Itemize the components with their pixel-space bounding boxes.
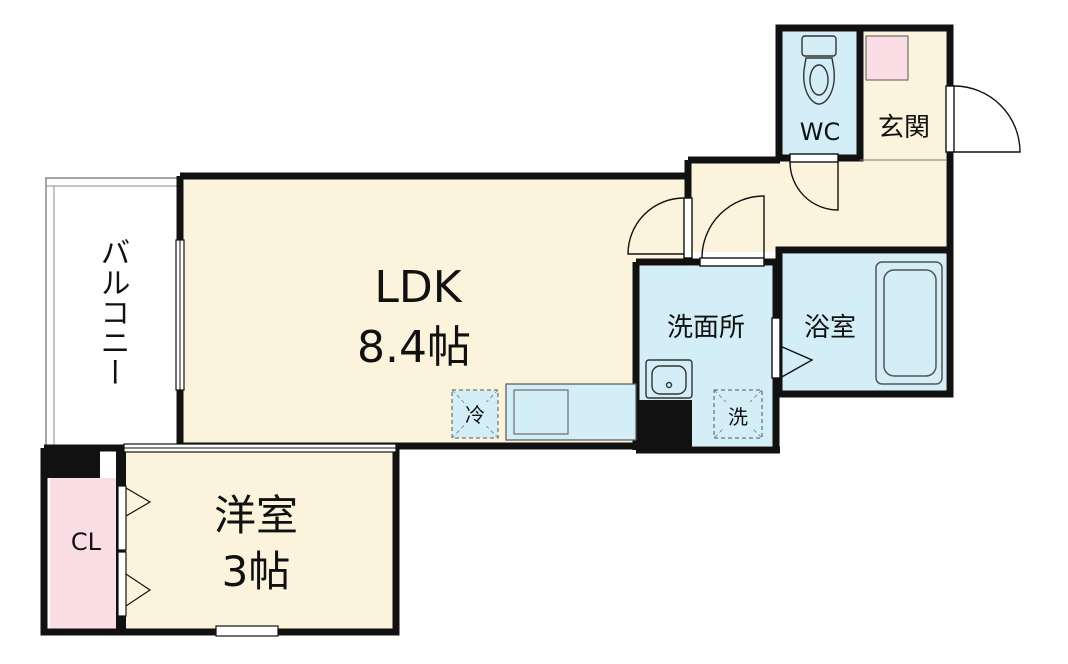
kitchen-counter xyxy=(505,383,637,441)
balcony-name: バルコニー xyxy=(95,237,130,387)
toilet-floor xyxy=(782,30,858,156)
room-labels: LDK 8.4帖 洋室 3帖 洗面所 浴室 WC 玄関 CL バルコニー xyxy=(71,113,930,596)
shoe-box xyxy=(865,35,909,81)
fridge-symbol: 冷 xyxy=(465,403,485,427)
basin-icon xyxy=(645,359,693,399)
washer-symbol: 洗 xyxy=(728,405,748,429)
balcony xyxy=(45,177,181,449)
western-name: 洋室 xyxy=(214,491,298,540)
bath-name: 浴室 xyxy=(804,313,856,343)
toilet-icon xyxy=(801,35,837,105)
washroom-name: 洗面所 xyxy=(667,313,745,343)
ldk-name: LDK xyxy=(374,262,462,313)
bathtub-icon xyxy=(875,261,943,385)
bath-floor xyxy=(782,254,946,392)
closet-doors xyxy=(117,485,152,617)
toilet-name: WC xyxy=(800,118,841,146)
western-window xyxy=(215,625,279,637)
western-size: 3帖 xyxy=(222,547,291,596)
entrance-name: 玄関 xyxy=(878,113,930,143)
western-floor xyxy=(124,450,396,630)
fridge-slot: 冷 xyxy=(451,389,499,439)
balcony-window xyxy=(175,239,185,391)
ldk-size: 8.4帖 xyxy=(357,322,471,373)
washer-slot: 洗 xyxy=(713,389,763,439)
closet-floor xyxy=(50,478,120,630)
floors xyxy=(50,30,946,630)
closet-name: CL xyxy=(71,528,102,556)
sliding-door-western xyxy=(123,443,397,453)
doors xyxy=(627,85,1021,379)
